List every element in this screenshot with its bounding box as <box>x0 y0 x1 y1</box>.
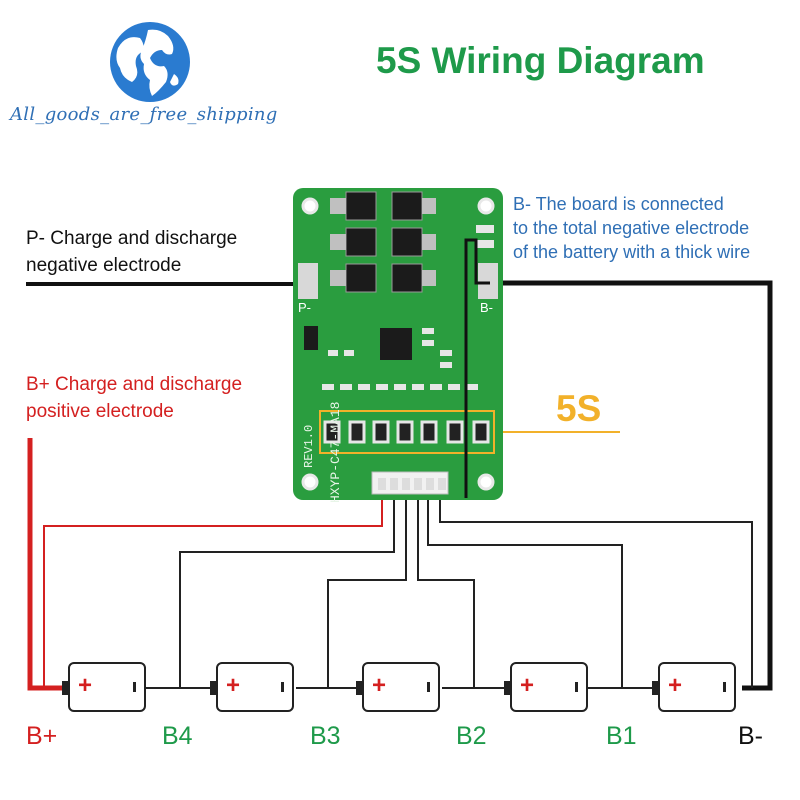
battery-plus-icon: + <box>668 672 683 699</box>
b-plus-line-1: B+ Charge and discharge <box>26 374 243 395</box>
battery-icon: + <box>356 662 440 712</box>
wiring <box>26 280 773 691</box>
board-b-minus-label: B- <box>480 300 493 315</box>
series-count-label: 5S <box>556 388 602 429</box>
b-minus-thick-wire <box>490 280 773 691</box>
battery-minus-icon <box>723 682 726 692</box>
terminal-b3: B3 <box>310 722 341 750</box>
b-minus-line-2: to the total negative electrode <box>513 218 750 238</box>
b-plus-main-wire <box>27 438 62 691</box>
b-plus-label: B+ Charge and discharge positive electro… <box>26 371 242 425</box>
battery-icon: + <box>62 662 146 712</box>
globe-logo-icon <box>110 22 190 102</box>
p-minus-line-1: P- Charge and discharge <box>26 228 238 249</box>
board-p-minus-label: P- <box>298 300 311 315</box>
b2-wire <box>417 485 475 688</box>
b-minus-line-3: of the battery with a thick wire <box>513 242 751 262</box>
battery-plus-icon: + <box>226 672 241 699</box>
battery-icon: + <box>504 662 588 712</box>
page-title: 5S Wiring Diagram <box>376 40 705 81</box>
battery-terminal-nub <box>652 681 658 695</box>
b1-connector-wire-outer <box>439 485 753 688</box>
p-minus-line-2: negative electrode <box>26 255 182 276</box>
battery-icon: + <box>210 662 294 712</box>
p-minus-label: P- Charge and discharge negative electro… <box>26 225 237 279</box>
battery-minus-icon <box>281 682 284 692</box>
watermark-text: All_goods_are_free_shipping <box>10 104 278 125</box>
battery-minus-icon <box>427 682 430 692</box>
battery-terminal-nub <box>210 681 216 695</box>
b-minus-label: B- The board is connected to the total n… <box>513 192 750 264</box>
battery-terminal-nub <box>504 681 510 695</box>
board-rev-label: REV1.0 <box>302 424 316 468</box>
terminal-b1: B1 <box>606 722 637 750</box>
b-plus-line-2: positive electrode <box>26 401 174 422</box>
b4-wire <box>179 485 395 688</box>
battery-minus-icon <box>133 682 136 692</box>
b-minus-line-1: B- The board is connected <box>513 194 724 214</box>
terminal-b-plus: B+ <box>26 722 58 750</box>
b3-wire <box>327 485 407 688</box>
p-minus-pad <box>298 263 318 299</box>
terminal-b4: B4 <box>162 722 193 750</box>
terminal-b2: B2 <box>456 722 487 750</box>
board-model-label: HXYP-C47-MA18 <box>328 401 343 503</box>
battery-terminal-nub <box>62 681 68 695</box>
battery-plus-icon: + <box>372 672 387 699</box>
battery-plus-icon: + <box>78 672 93 699</box>
b-minus-pad <box>478 263 498 299</box>
b1-wire <box>427 485 623 688</box>
bms-board <box>293 188 503 500</box>
battery-icon: + <box>652 662 736 712</box>
battery-minus-icon <box>575 682 578 692</box>
terminal-b-minus: B- <box>738 722 763 750</box>
battery-plus-icon: + <box>520 672 535 699</box>
b-plus-sense-wire <box>43 485 383 688</box>
balance-highlight-box <box>319 410 495 454</box>
battery-terminal-nub <box>356 681 362 695</box>
